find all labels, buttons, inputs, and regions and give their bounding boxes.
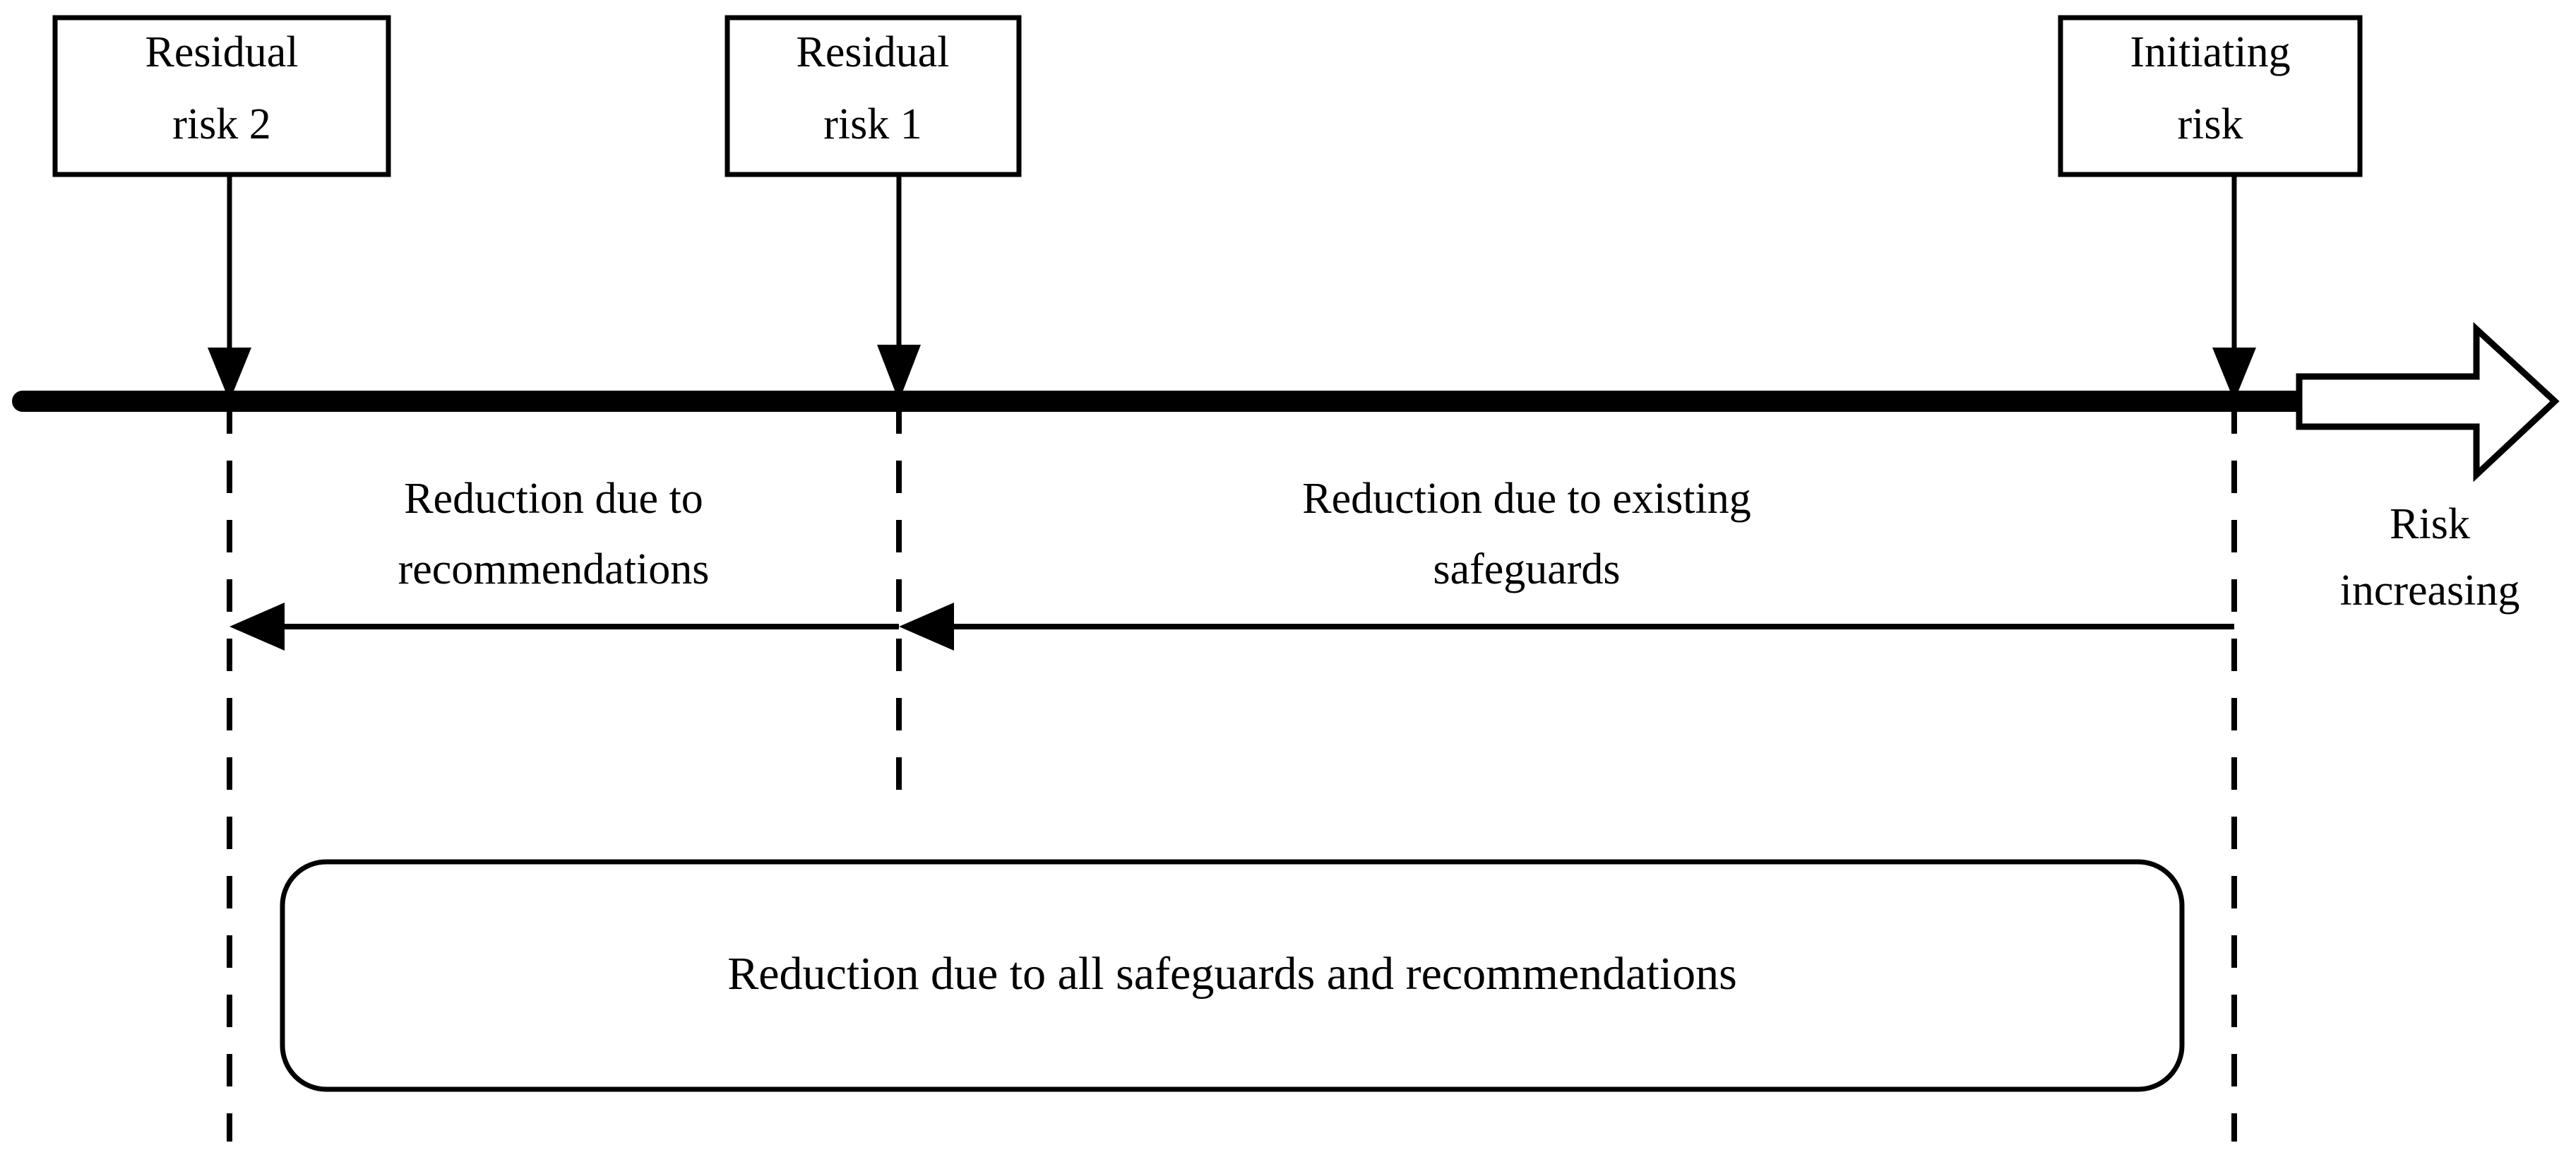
measure-arrow-recommendations [229, 603, 899, 651]
measure-arrow-existing-safeguards [899, 603, 2234, 651]
node-residual-risk-1-rect [724, 15, 1022, 177]
node-residual-risk-1-line1: Residual [797, 28, 950, 76]
node-residual-risk-2[interactable]: Residual risk 2 [52, 15, 391, 177]
node-residual-risk-2-rect [52, 15, 391, 177]
node-residual-risk-2-line2: risk 2 [172, 100, 271, 148]
axis-label-risk-increasing: Risk increasing [2340, 500, 2520, 615]
connector-residual-risk-1 [877, 174, 921, 401]
connector-initiating-risk [2212, 174, 2256, 401]
node-residual-risk-2-line1: Residual [145, 28, 299, 76]
node-residual-risk-1[interactable]: Residual risk 1 [724, 15, 1022, 177]
node-residual-risk-1-line2: risk 1 [823, 100, 922, 148]
node-initiating-risk-line1: Initiating [2130, 28, 2290, 76]
segment-reduction-existing-safeguards-line1: Reduction due to existing [1302, 475, 1751, 523]
connector-residual-risk-1-arrowhead [877, 345, 921, 401]
axis-label-line1: Risk [2390, 500, 2470, 548]
risk-increasing-block-arrow [2296, 321, 2560, 482]
connector-initiating-risk-arrowhead [2212, 348, 2256, 401]
summary-box-reduction-all[interactable]: Reduction due to all safeguards and reco… [280, 859, 2185, 1092]
measure-arrow-recommendations-arrowhead [229, 603, 285, 651]
connector-residual-risk-2 [208, 174, 251, 401]
connector-residual-risk-2-arrowhead [208, 348, 251, 401]
node-initiating-risk[interactable]: Initiating risk [2058, 15, 2363, 177]
segment-reduction-recommendations-line1: Reduction due to [404, 475, 703, 523]
segment-reduction-recommendations-line2: recommendations [398, 545, 710, 593]
summary-box-rect [280, 859, 2185, 1092]
summary-box-label: Reduction due to all safeguards and reco… [727, 948, 1737, 1000]
segment-reduction-existing-safeguards-line2: safeguards [1433, 545, 1620, 593]
axis-label-line2: increasing [2340, 567, 2520, 615]
segment-label-reduction-existing-safeguards: Reduction due to existing safeguards [1302, 475, 1751, 593]
segment-label-reduction-recommendations: Reduction due to recommendations [398, 475, 710, 593]
node-initiating-risk-rect [2058, 15, 2363, 177]
node-initiating-risk-line2: risk [2178, 100, 2243, 148]
measure-arrow-existing-safeguards-arrowhead [899, 603, 954, 651]
